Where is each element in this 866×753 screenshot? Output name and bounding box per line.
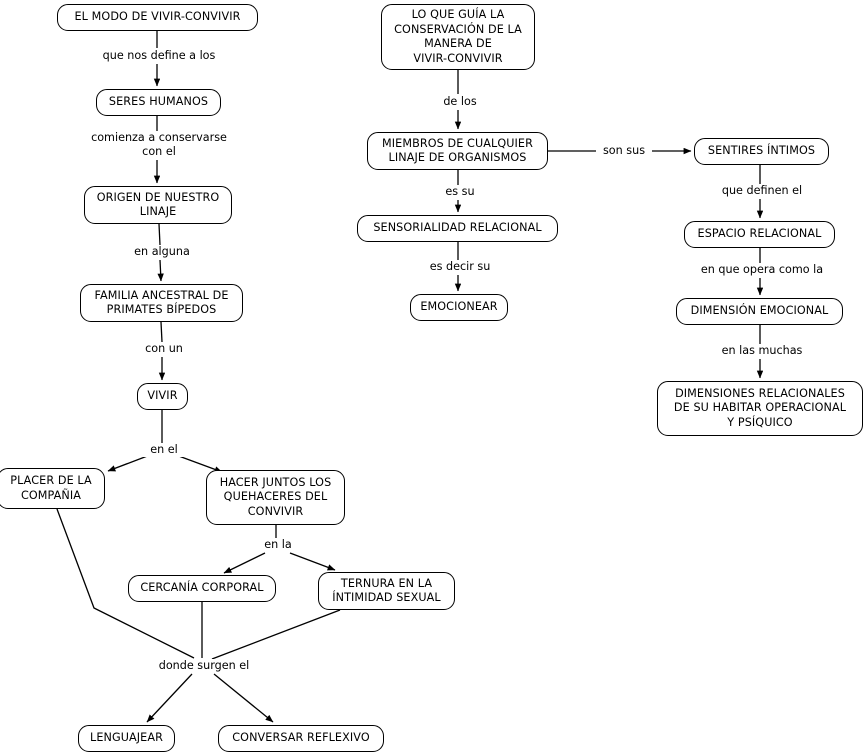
concept-node-n19[interactable]: DIMENSIONES RELACIONALES DE SU HABITAR O… bbox=[657, 381, 863, 436]
concept-node-n13[interactable]: MIEMBROS DE CUALQUIER LINAJE DE ORGANISM… bbox=[367, 132, 548, 170]
link-label-l11: son sus bbox=[596, 143, 652, 159]
edge-l7-to-n11 bbox=[213, 673, 274, 723]
link-label-l7: donde surgen el bbox=[152, 658, 256, 674]
edge-l6-to-n8 bbox=[223, 552, 266, 574]
link-label-l4: con un bbox=[134, 341, 194, 357]
concept-node-n2[interactable]: SERES HUMANOS bbox=[96, 89, 221, 116]
concept-node-n14[interactable]: SENSORIALIDAD RELACIONAL bbox=[357, 215, 558, 242]
link-label-l14: en las muchas bbox=[714, 343, 810, 359]
link-label-l10: es decir su bbox=[423, 259, 497, 275]
concept-node-n17[interactable]: ESPACIO RELACIONAL bbox=[684, 221, 835, 248]
link-label-l5: en el bbox=[140, 442, 188, 458]
link-label-l9: es su bbox=[436, 184, 484, 200]
edge-l6-to-n9 bbox=[289, 552, 336, 571]
edge-n3-to-l3 bbox=[158, 223, 161, 246]
edge-n4-to-l4 bbox=[160, 321, 163, 343]
concept-node-n4[interactable]: FAMILIA ANCESTRAL DE PRIMATES BÍPEDOS bbox=[80, 284, 243, 322]
concept-node-n7[interactable]: HACER JUNTOS LOS QUEHACERES DEL CONVIVIR bbox=[206, 470, 345, 525]
concept-node-n8[interactable]: CERCANÍA CORPORAL bbox=[128, 575, 276, 602]
link-label-l8: de los bbox=[433, 94, 487, 110]
concept-node-n11[interactable]: CONVERSAR REFLEXIVO bbox=[218, 725, 384, 752]
edge-l3-to-n4 bbox=[157, 259, 164, 282]
concept-node-n1[interactable]: EL MODO DE VIVIR-CONVIVIR bbox=[57, 4, 258, 31]
concept-node-n12[interactable]: LO QUE GUÍA LA CONSERVACIÓN DE LA MANERA… bbox=[381, 4, 535, 70]
link-label-l13: en que opera como la bbox=[694, 262, 830, 278]
link-label-l6: en la bbox=[254, 537, 302, 553]
edge-n9-to-l7 bbox=[211, 609, 341, 660]
concept-node-n9[interactable]: TERNURA EN LA ÍNTIMIDAD SEXUAL bbox=[318, 572, 455, 610]
link-label-l3: en alguna bbox=[125, 244, 199, 260]
concept-node-n10[interactable]: LENGUAJEAR bbox=[78, 725, 175, 752]
link-label-l2: comienza a conservarse con el bbox=[87, 130, 231, 160]
concept-node-n18[interactable]: DIMENSIÓN EMOCIONAL bbox=[676, 298, 843, 325]
concept-node-n16[interactable]: SENTIRES ÍNTIMOS bbox=[694, 138, 829, 165]
concept-node-n15[interactable]: EMOCIONEAR bbox=[410, 294, 508, 321]
concept-node-n6[interactable]: PLACER DE LA COMPAÑIA bbox=[0, 468, 105, 509]
edge-l7-to-n10 bbox=[146, 673, 193, 723]
concept-node-n3[interactable]: ORIGEN DE NUESTRO LINAJE bbox=[84, 186, 232, 224]
link-label-l12: que definen el bbox=[714, 183, 810, 199]
concept-node-n5[interactable]: VIVIR bbox=[137, 383, 188, 410]
link-label-l1: que nos define a los bbox=[97, 48, 221, 64]
edge-l5-to-n6 bbox=[107, 454, 151, 472]
